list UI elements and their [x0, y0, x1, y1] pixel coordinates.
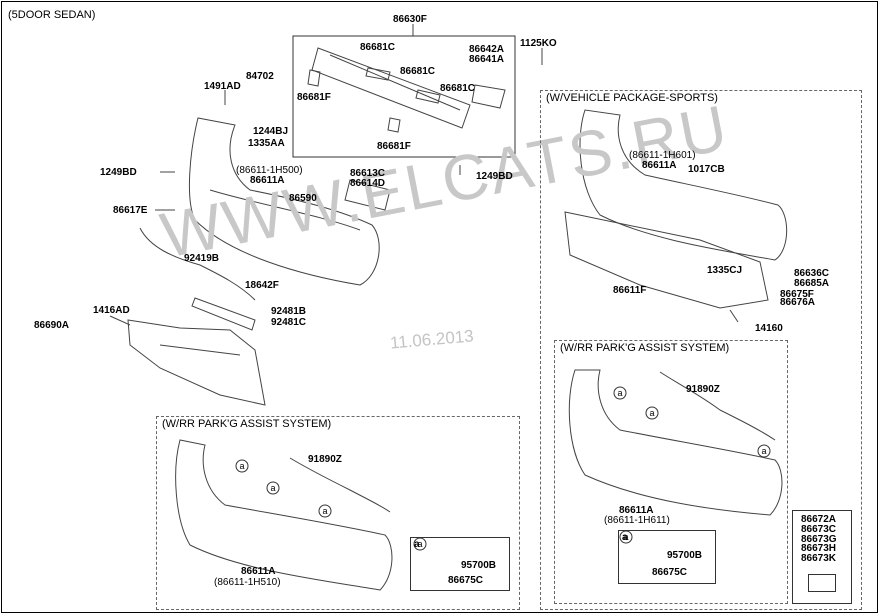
part-label[interactable]: 86681F: [297, 92, 331, 103]
bumper-beam: [311, 47, 471, 129]
callout-key-left: a: [414, 539, 420, 550]
sensor-detail-box-left: [410, 537, 510, 591]
group-park-right-title: (W/RR PARK'G ASSIST SYSTEM): [560, 342, 730, 354]
part-label[interactable]: 86675C: [448, 575, 484, 586]
part-label[interactable]: 1249BD: [100, 167, 137, 178]
part-label[interactable]: 1335AA: [248, 138, 285, 149]
callout-a: a: [761, 446, 766, 456]
part-label[interactable]: 86614D: [350, 178, 386, 189]
callout-a: a: [270, 483, 275, 493]
part-label[interactable]: 86690A: [34, 320, 70, 331]
part-label[interactable]: 86673G: [801, 534, 837, 545]
part-label[interactable]: 86676A: [780, 297, 816, 308]
part-label[interactable]: 91890Z: [308, 454, 342, 465]
beam-bracket: [471, 84, 506, 109]
callout-a: a: [417, 539, 422, 549]
diffuser: [564, 211, 769, 309]
diagram-title: (5DOOR SEDAN): [8, 9, 96, 21]
part-label[interactable]: 18642F: [245, 280, 279, 291]
part-label[interactable]: 86681C: [400, 66, 436, 77]
part-label[interactable]: 1244BJ: [253, 126, 289, 137]
part-label[interactable]: 86611A: [642, 160, 677, 171]
part-label[interactable]: 86672A: [801, 514, 837, 525]
callout-a: a: [649, 408, 654, 418]
group-park-left: [156, 416, 520, 610]
part-label[interactable]: 92481C: [271, 317, 307, 328]
sensor-detail-box-right: [618, 530, 716, 584]
park-bumper-left: [175, 439, 393, 591]
part-label[interactable]: 86630F: [393, 14, 427, 25]
part-label[interactable]: 86611F: [613, 285, 647, 296]
part-number-note: (86611-1H510): [214, 577, 281, 588]
part-label[interactable]: 1017CB: [688, 164, 725, 175]
part-label[interactable]: 86617E: [113, 205, 148, 216]
part-label[interactable]: 14160: [755, 323, 783, 334]
part-label[interactable]: 86642A: [469, 44, 505, 55]
part-label[interactable]: 86681C: [440, 83, 476, 94]
part-label[interactable]: 86673C: [801, 524, 837, 535]
part-label[interactable]: 86611A: [241, 566, 276, 577]
part-label[interactable]: 1335CJ: [707, 265, 743, 276]
part-label[interactable]: 86611A: [619, 505, 654, 516]
part-label[interactable]: 86611A: [250, 175, 285, 186]
group-sports: [540, 90, 862, 610]
part-label[interactable]: 86641A: [469, 54, 505, 65]
part-label[interactable]: 92419B: [184, 253, 220, 264]
group-sports-title: (W/VEHICLE PACKAGE-SPORTS): [546, 92, 718, 104]
part-label[interactable]: 86675F: [780, 289, 814, 300]
part-label[interactable]: 86613C: [350, 168, 386, 179]
part-label[interactable]: 86681C: [360, 42, 396, 53]
reflector-trim: [191, 297, 256, 331]
part-label[interactable]: 1416AD: [93, 305, 130, 316]
group-park-left-title: (W/RR PARK'G ASSIST SYSTEM): [162, 418, 332, 430]
part-label[interactable]: 86673H: [801, 543, 837, 554]
callout-a: a: [239, 461, 244, 471]
part-number-note: (86611-1H500): [236, 165, 303, 176]
part-label[interactable]: 92481B: [271, 306, 307, 317]
sensor-wiring: [139, 227, 256, 301]
under-cover: [127, 319, 266, 406]
part-label[interactable]: 95700B: [667, 550, 703, 561]
part-label[interactable]: 1249BD: [476, 171, 513, 182]
rear-bumper-cover-main: [188, 117, 380, 286]
part-label[interactable]: 86675C: [652, 567, 688, 578]
part-label[interactable]: 91890Z: [686, 384, 720, 395]
part-label[interactable]: 86590: [289, 193, 317, 204]
part-label[interactable]: 86636C: [794, 268, 830, 279]
callout-circles: [235, 386, 771, 551]
part-label[interactable]: 1125KO: [520, 38, 557, 49]
callout-key-right: a: [622, 532, 628, 543]
group-park-right: [554, 340, 788, 604]
callout-a: a: [623, 532, 628, 542]
part-label[interactable]: 86673K: [801, 553, 837, 564]
group-box-86630F: [292, 35, 516, 158]
part-number-note: (86611-1H611): [604, 515, 670, 526]
rear-bumper-cover-sports: [579, 109, 788, 261]
part-label[interactable]: 84702: [246, 71, 274, 82]
callout-a: a: [617, 388, 622, 398]
emblem-detail-box: [792, 510, 852, 604]
park-bumper-right: [568, 369, 783, 516]
emblem-icon: [808, 574, 836, 592]
part-label[interactable]: 86685A: [794, 278, 830, 289]
callout-a: a: [322, 506, 327, 516]
part-label[interactable]: 95700B: [461, 560, 497, 571]
part-label[interactable]: 86681F: [377, 141, 411, 152]
part-label[interactable]: 1491AD: [204, 81, 241, 92]
part-number-note: (86611-1H601): [629, 150, 696, 161]
